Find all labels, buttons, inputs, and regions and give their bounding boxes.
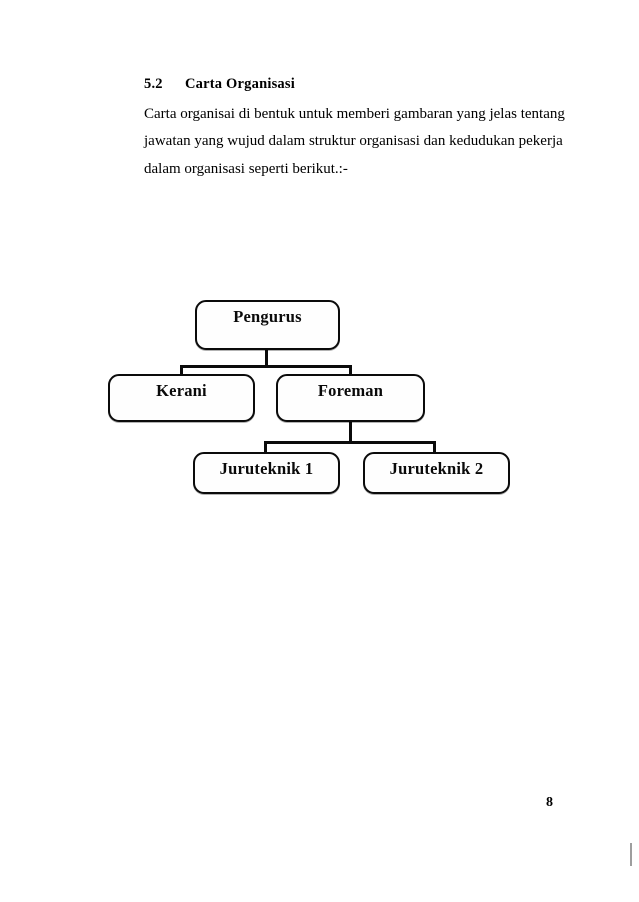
node-juruteknik-1[interactable]: Juruteknik 1 [193, 452, 340, 494]
node-label-juruteknik-1: Juruteknik 1 [219, 459, 314, 478]
node-pengurus[interactable]: Pengurus [195, 300, 340, 350]
section-title: Carta Organisasi [185, 76, 295, 92]
body-paragraph: Carta organisai di bentuk untuk memberi … [144, 101, 571, 183]
paragraph-line-2: jawatan yang wujud dalam struktur organi… [144, 133, 563, 150]
node-kerani[interactable]: Kerani [108, 374, 255, 422]
paragraph-line-1: Carta organisai di bentuk untuk memberi … [144, 106, 565, 122]
scan-artifact-mark [630, 843, 632, 866]
node-label-pengurus: Pengurus [233, 307, 302, 326]
node-label-juruteknik-2: Juruteknik 2 [389, 459, 484, 478]
connector-row3-bus [264, 441, 436, 444]
connector-drop-kerani [180, 365, 183, 376]
paragraph-line-3: dalam organisasi seperti berikut.:- [144, 160, 348, 177]
section-heading: 5.2 Carta Organisasi [144, 76, 295, 93]
node-label-foreman: Foreman [317, 381, 384, 400]
connector-drop-foreman [349, 365, 352, 376]
node-label-kerani: Kerani [156, 381, 207, 400]
connector-pengurus-stem [265, 350, 268, 367]
connector-row2-bus [180, 365, 352, 368]
node-juruteknik-2[interactable]: Juruteknik 2 [363, 452, 510, 494]
page-number: 8 [546, 795, 553, 810]
connector-drop-juruteknik-2 [433, 441, 436, 453]
section-number: 5.2 [144, 76, 163, 92]
connector-drop-juruteknik-1 [264, 441, 267, 453]
node-foreman[interactable]: Foreman [276, 374, 425, 422]
connector-foreman-stem [349, 422, 352, 443]
